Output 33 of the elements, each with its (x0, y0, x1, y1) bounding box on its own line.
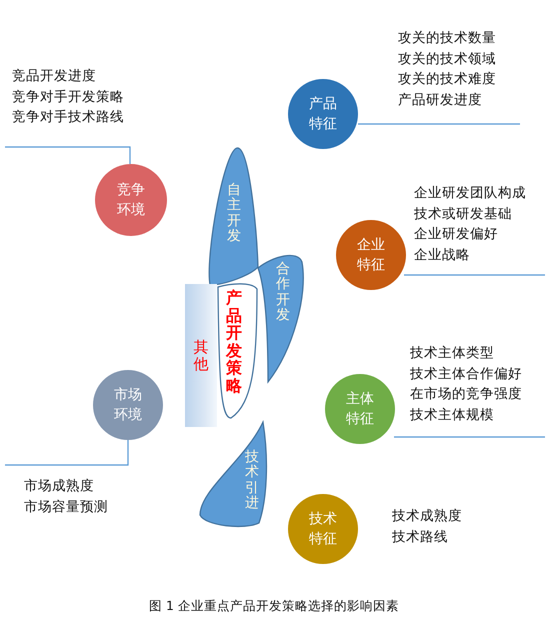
factor-text: 技术或研发基础 (414, 204, 513, 224)
factor-text: 技术主体合作偏好 (410, 364, 522, 384)
center-title: 产品开发策略 (226, 289, 242, 395)
factor-text: 市场容量预测 (24, 498, 108, 516)
factor-text: 竞争对手开发策略 (12, 88, 124, 106)
side-panel (185, 284, 217, 427)
factor-circle: 主体特征 (325, 374, 395, 444)
factor-text: 技术主体类型 (410, 344, 495, 363)
factor-text: 攻关的技术难度 (398, 70, 496, 89)
factor-text: 企业研发团队构成 (414, 184, 526, 203)
petal-label: 技术引进 (245, 450, 259, 512)
factor-text: 市场成熟度 (24, 477, 95, 496)
petal-label: 自主开发 (227, 183, 241, 245)
factor-circle: 产品特征 (288, 79, 358, 149)
factor-text: 企业研发偏好 (414, 225, 499, 244)
factor-text: 技术主体规模 (410, 406, 495, 424)
factor-text: 企业战略 (414, 246, 471, 264)
center-shape (217, 283, 258, 420)
factor-text: 产品研发进度 (398, 90, 483, 110)
factor-text: 技术成熟度 (392, 507, 462, 526)
factor-text: 攻关的技术数量 (398, 29, 496, 48)
panel-label: 其他 (194, 339, 208, 372)
factor-text: 竞品开发进度 (12, 67, 97, 86)
factor-circle: 竞争环境 (95, 164, 167, 236)
factor-circle: 市场环境 (93, 370, 163, 440)
factor-text: 技术路线 (392, 528, 449, 546)
factor-circle: 企业特征 (336, 220, 406, 290)
factor-text: 在市场的竞争强度 (410, 385, 522, 404)
factor-circle: 技术特征 (288, 494, 358, 564)
factor-text: 竞争对手技术路线 (12, 108, 124, 127)
petal-label: 合作开发 (276, 262, 290, 324)
figure-caption: 图 1 企业重点产品开发策略选择的影响因素 (148, 598, 400, 615)
factor-text: 攻关的技术领域 (398, 50, 496, 68)
